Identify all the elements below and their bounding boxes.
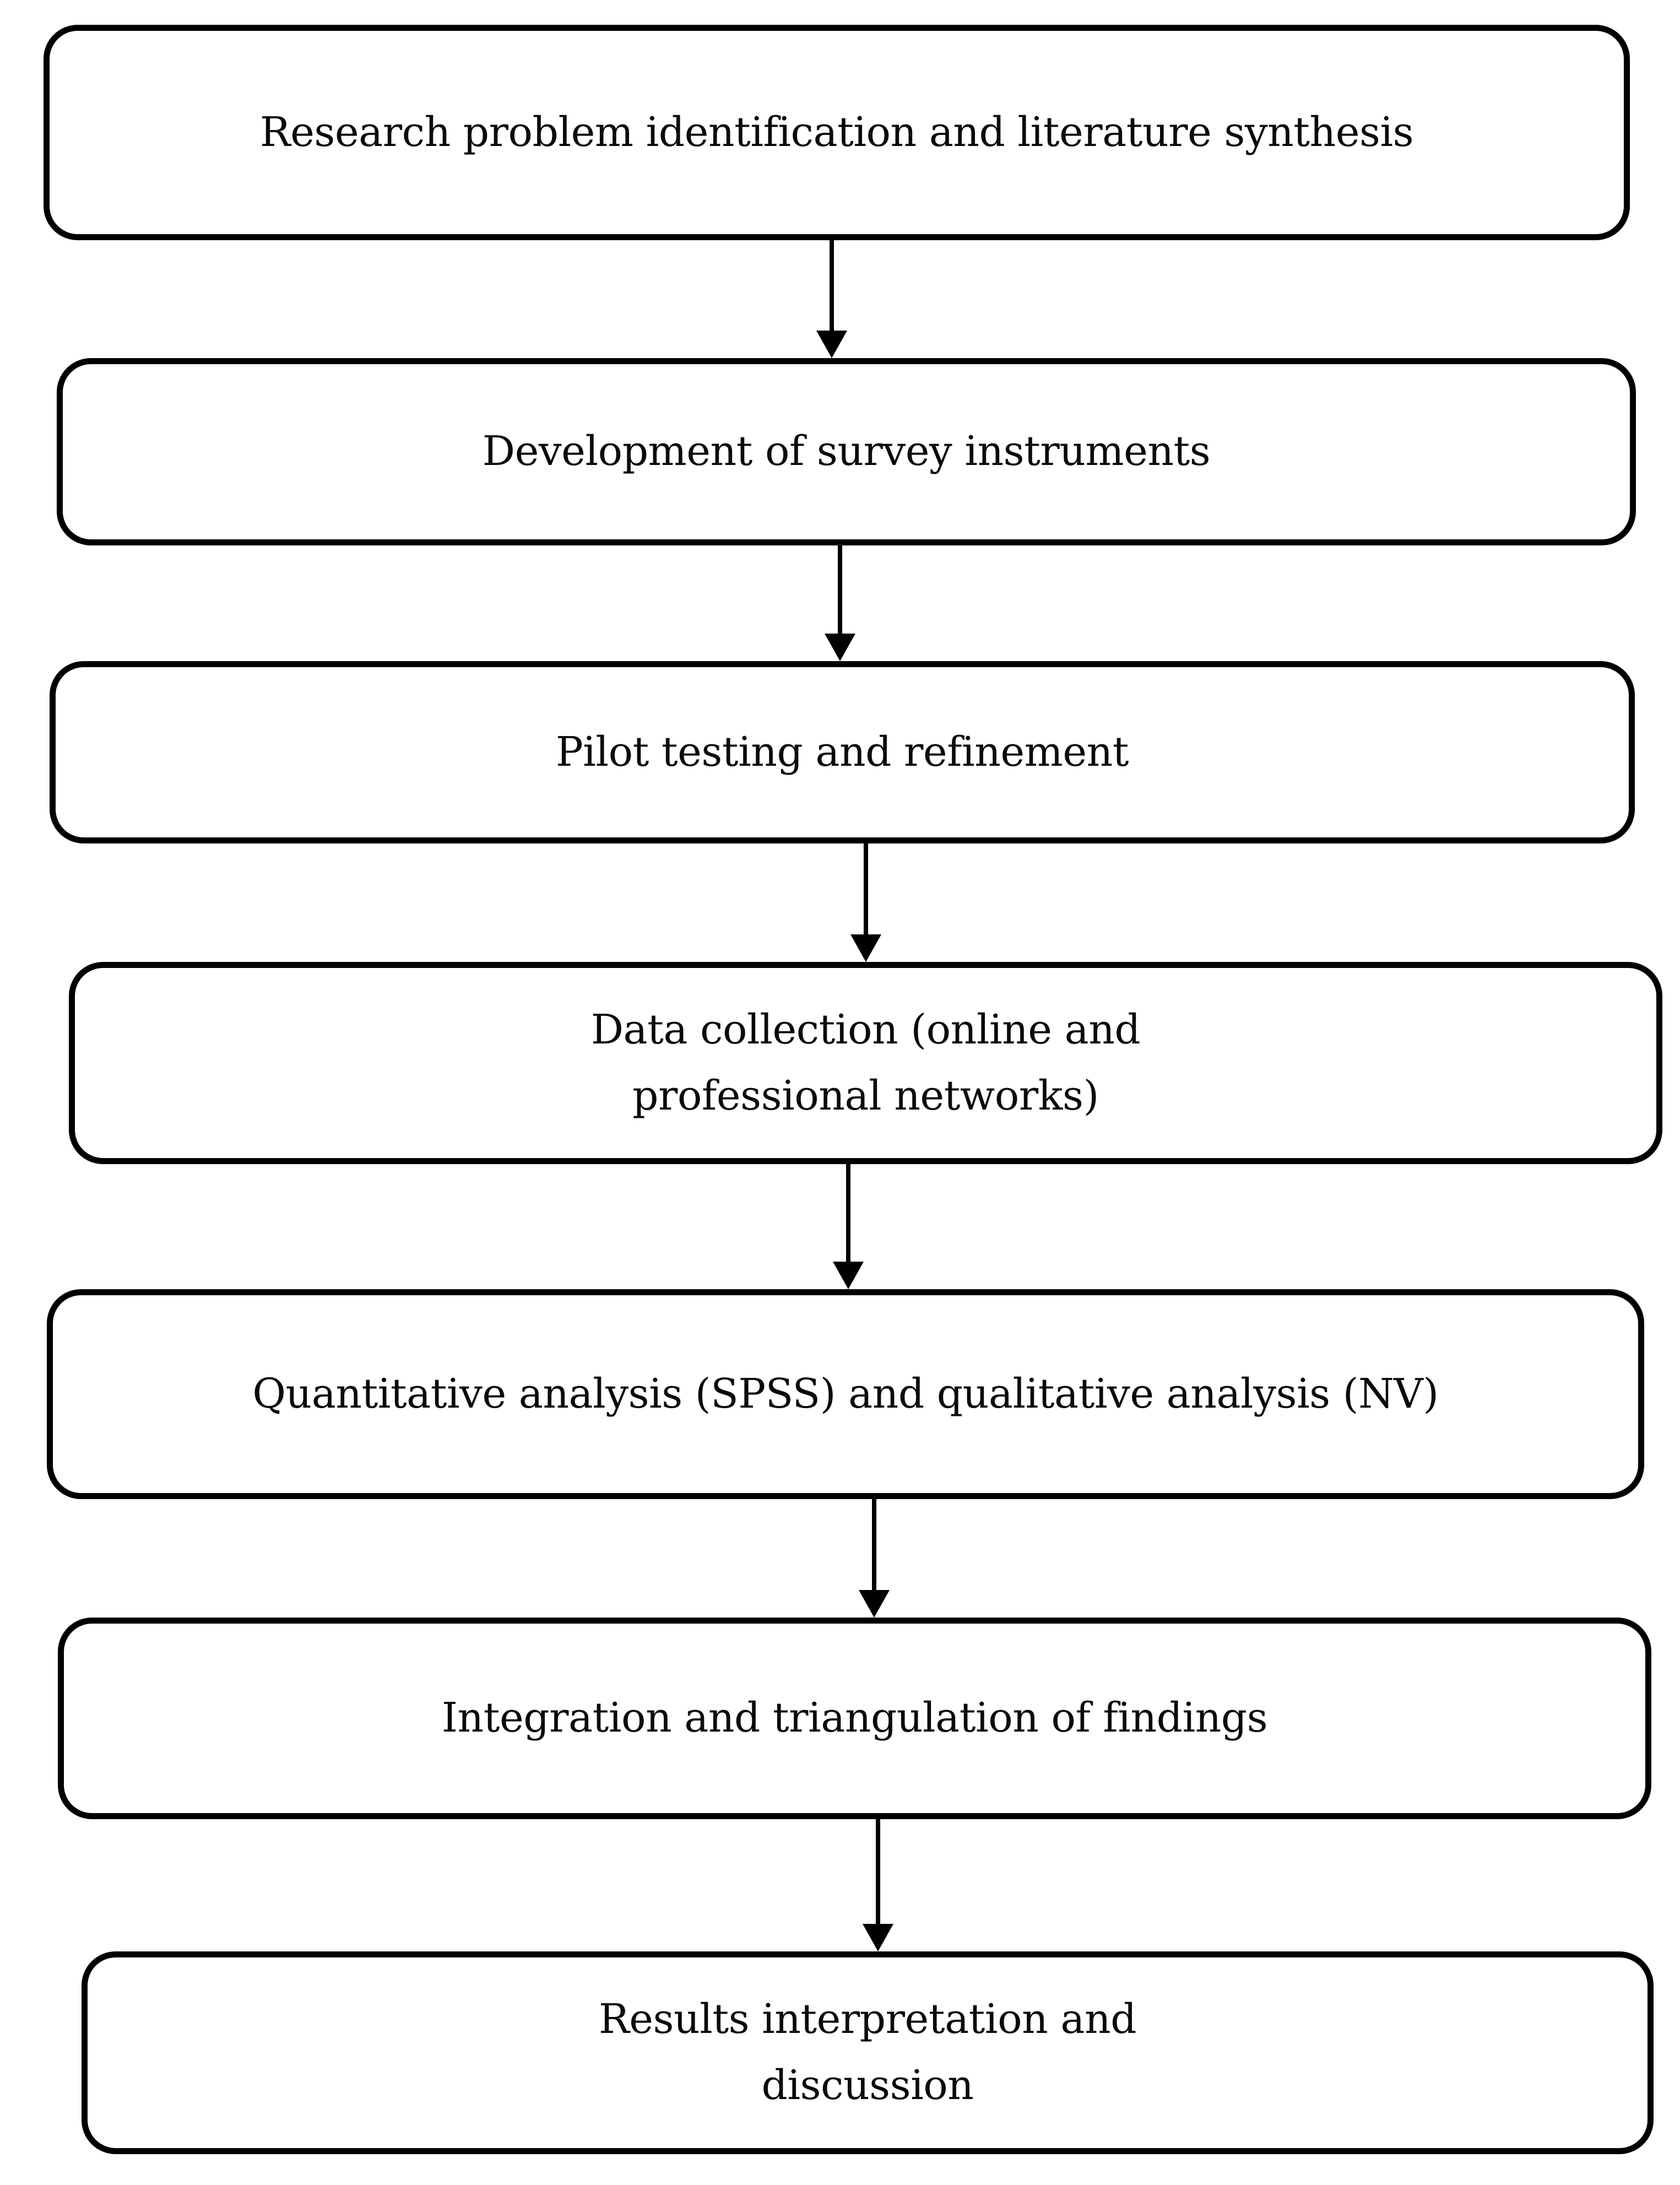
arrow-line [864, 843, 868, 939]
arrow-head-icon [833, 1262, 864, 1289]
flow-step-1-label: Research problem identification and lite… [259, 108, 1414, 156]
flow-arrow-4 [833, 1164, 864, 1289]
flow-step-5-label: Quantitative analysis (SPSS) and qualita… [252, 1370, 1439, 1418]
arrow-head-icon [825, 634, 855, 661]
flow-step-2-label: Development of survey instruments [482, 428, 1211, 475]
flow-arrow-5 [859, 1499, 890, 1618]
arrow-line [876, 1819, 880, 1928]
flow-step-3-label: Pilot testing and refinement [555, 728, 1129, 776]
flow-step-2: Development of survey instruments [57, 358, 1636, 545]
flow-step-4: Data collection (online and professional… [69, 962, 1662, 1164]
flow-step-7-label: Results interpretation and discussion [599, 1995, 1136, 2109]
arrow-head-icon [863, 1924, 893, 1951]
flow-step-4-label: Data collection (online and professional… [590, 1005, 1141, 1119]
arrow-line [846, 1164, 850, 1266]
flow-arrow-2 [825, 545, 855, 661]
arrow-line [838, 545, 842, 638]
arrow-head-icon [816, 331, 847, 358]
arrow-line [830, 240, 834, 335]
arrow-head-icon [850, 934, 881, 962]
arrow-head-icon [859, 1590, 890, 1618]
flow-step-6: Integration and triangulation of finding… [58, 1618, 1651, 1819]
flow-arrow-6 [863, 1819, 893, 1951]
flow-step-7: Results interpretation and discussion [82, 1951, 1654, 2154]
flow-step-3: Pilot testing and refinement [50, 661, 1635, 843]
flow-step-5: Quantitative analysis (SPSS) and qualita… [47, 1289, 1644, 1499]
arrow-line [872, 1499, 876, 1594]
flow-arrow-3 [850, 843, 881, 962]
flow-step-6-label: Integration and triangulation of finding… [441, 1694, 1268, 1742]
flow-arrow-1 [816, 240, 847, 358]
flow-step-1: Research problem identification and lite… [44, 25, 1630, 240]
